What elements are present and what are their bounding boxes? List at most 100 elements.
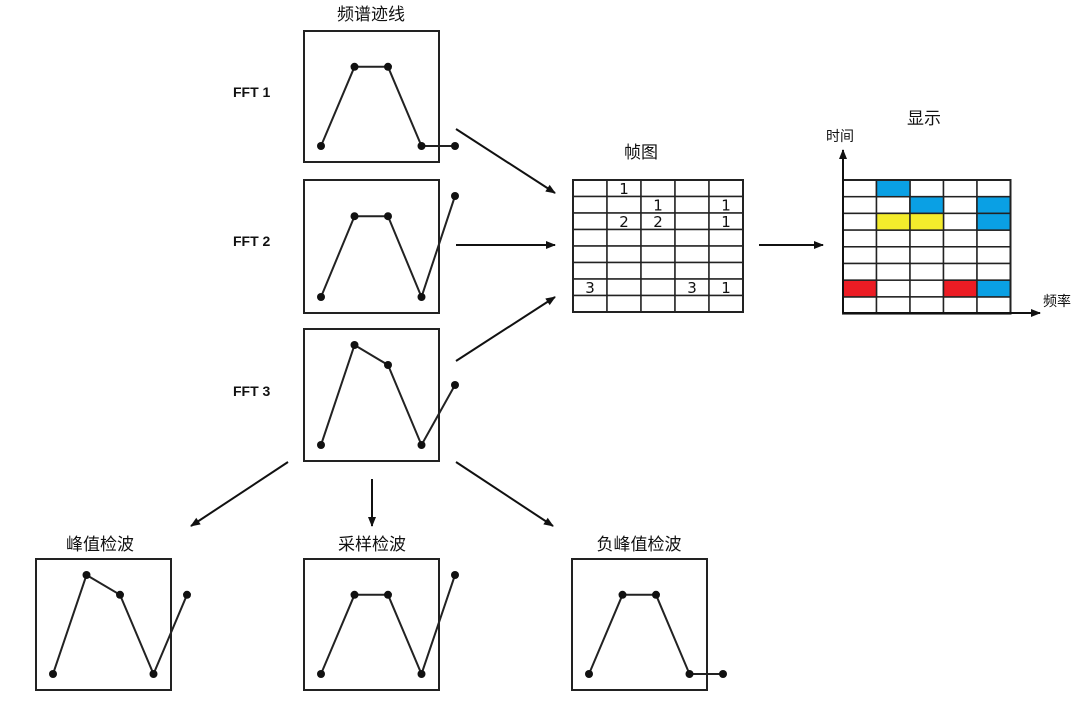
- frame-map-border: [572, 179, 744, 313]
- neg-peak-trace-point: [618, 590, 627, 599]
- peak-trace-box: [35, 558, 172, 691]
- frame-map-cell: [640, 245, 676, 264]
- fft3-trace-point: [317, 441, 325, 449]
- frame-count-label: 3: [687, 279, 697, 297]
- arrow-fft1-to-frame: [455, 128, 556, 194]
- frame-count-label: 1: [721, 279, 731, 297]
- fft2-trace-point: [451, 192, 459, 200]
- fft2-trace-point: [350, 212, 359, 221]
- frame-map-cell: [674, 195, 710, 214]
- frame-map-cell: [606, 278, 642, 297]
- frame-count-label: 1: [721, 213, 731, 231]
- display-cell: [942, 179, 978, 198]
- display-colored-cell: [909, 195, 945, 215]
- arrow-to-negative-peak: [455, 461, 554, 527]
- frame-map-cell: [606, 245, 642, 264]
- display-cell: [842, 262, 878, 281]
- frame-map-cell: [640, 261, 676, 280]
- display-title: 显示: [907, 109, 941, 129]
- fft1-trace-point: [317, 142, 325, 150]
- frame-map-cell: [572, 212, 608, 231]
- peak-trace-point: [149, 670, 158, 678]
- display-cell: [976, 262, 1012, 281]
- frame-count-label: 1: [721, 197, 731, 215]
- display-cell: [976, 296, 1012, 315]
- fft1-trace-point: [417, 142, 426, 150]
- frame-map-cell: [674, 261, 710, 280]
- frame-count-label: 2: [619, 213, 629, 231]
- display-colored-cell: [976, 195, 1012, 215]
- fft3-trace-point: [417, 441, 426, 449]
- frame-map-cell: [606, 195, 642, 214]
- frame-map-cell: [606, 261, 642, 280]
- display-cell: [842, 296, 878, 315]
- frame-map-cell: [674, 294, 710, 313]
- peak-trace-point: [116, 590, 124, 599]
- display-colored-cell: [942, 279, 978, 298]
- sample-trace-box: [303, 558, 440, 691]
- frame-map-cell: [674, 245, 710, 264]
- peak-detection-title: 峰值检波: [66, 535, 134, 555]
- neg-peak-trace-point: [719, 670, 727, 678]
- sample-detection-title: 采样检波: [338, 535, 406, 555]
- neg-peak-trace-point: [652, 590, 660, 599]
- frame-map-cell: [606, 228, 642, 247]
- frame-map-cell: [708, 179, 744, 198]
- fft2-trace-box: [303, 179, 440, 314]
- display-colored-cell: [875, 212, 911, 231]
- frame-map-cell: [708, 245, 744, 264]
- display-cell: [909, 296, 945, 315]
- frame-count-label: 1: [653, 197, 663, 215]
- display-colored-cell: [909, 212, 945, 231]
- display-grid: [842, 179, 1012, 315]
- fft1-label: FFT 1: [233, 84, 271, 100]
- fft3-trace-point: [350, 341, 359, 349]
- display-cell: [842, 212, 878, 231]
- frame-map-cell: [640, 228, 676, 247]
- display-colored-cell: [875, 179, 911, 198]
- sample-trace-point: [417, 670, 426, 678]
- display-cell: [842, 179, 878, 198]
- display-cell: [875, 279, 911, 298]
- arrow-fft3-to-frame: [455, 296, 556, 362]
- frame-map-cell: [572, 228, 608, 247]
- display-cell: [942, 229, 978, 248]
- frame-map-cell: [572, 245, 608, 264]
- fft1-trace-box: [303, 30, 440, 163]
- frame-map-cell: [640, 294, 676, 313]
- frame-map-cell: [572, 294, 608, 313]
- fft2-trace-point: [417, 293, 426, 301]
- frame-map-cell: [640, 179, 676, 198]
- display-colored-cell: [976, 279, 1012, 298]
- frame-map-cell: [674, 179, 710, 198]
- frame-map-cell: [572, 261, 608, 280]
- fft3-trace-point: [451, 381, 459, 389]
- display-cell: [842, 195, 878, 215]
- sample-trace-point: [451, 571, 459, 579]
- peak-trace-point: [183, 590, 191, 599]
- display-colored-cell: [976, 212, 1012, 231]
- display-cell: [909, 179, 945, 198]
- sample-trace-point: [384, 590, 392, 599]
- sample-trace-point: [350, 590, 359, 599]
- display-cell: [942, 195, 978, 215]
- neg-peak-trace-box: [571, 558, 708, 691]
- frame-count-label: 3: [585, 279, 595, 297]
- frame-map-cell: [640, 278, 676, 297]
- fft3-label: FFT 3: [233, 383, 271, 399]
- frame-map-cell: [674, 228, 710, 247]
- display-cell: [875, 229, 911, 248]
- display-cell: [942, 262, 978, 281]
- display-cell: [942, 296, 978, 315]
- fft1-trace-point: [350, 62, 359, 71]
- display-cell: [909, 246, 945, 265]
- fft3-trace-box: [303, 328, 440, 462]
- display-cell: [842, 229, 878, 248]
- display-cell: [842, 246, 878, 265]
- peak-trace-point: [49, 670, 57, 678]
- display-cell: [976, 246, 1012, 265]
- arrow-to-peak: [190, 461, 289, 527]
- display-cell: [942, 246, 978, 265]
- frame-map-cell: [572, 195, 608, 214]
- neg-peak-trace-point: [585, 670, 593, 678]
